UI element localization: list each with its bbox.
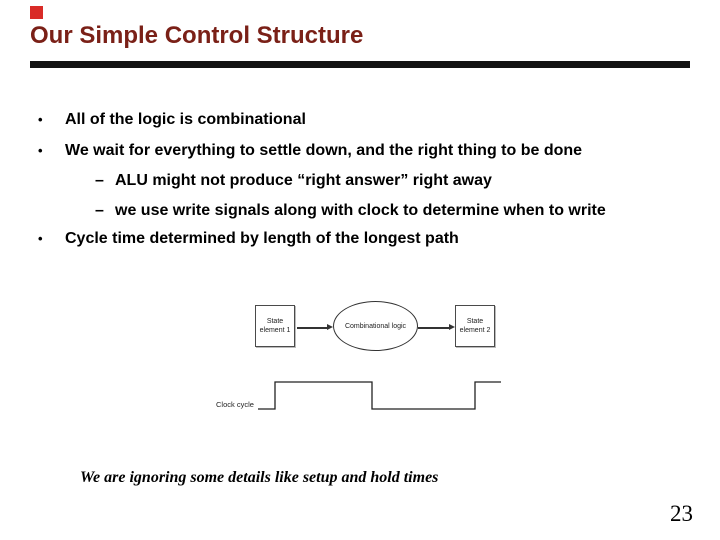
title-rule: [30, 61, 690, 68]
list-item: – we use write signals along with clock …: [0, 202, 720, 222]
control-structure-diagram: State element 1 Combinational logic Stat…: [200, 295, 510, 425]
combinational-logic-label: Combinational logic: [344, 322, 407, 330]
bullet-icon: •: [38, 231, 43, 246]
state-element-2-box: State element 2: [455, 305, 495, 347]
combinational-logic-ellipse: Combinational logic: [333, 301, 418, 351]
dash-icon: –: [95, 172, 104, 189]
arrow-head: [327, 324, 333, 330]
list-item: – ALU might not produce “right answer” r…: [0, 172, 720, 192]
list-item: • Cycle time determined by length of the…: [0, 230, 720, 250]
arrow-shaft: [418, 327, 449, 329]
footnote: We are ignoring some details like setup …: [80, 469, 439, 486]
bullet-text: All of the logic is combinational: [65, 111, 306, 128]
sub-bullet-text: we use write signals along with clock to…: [115, 202, 606, 219]
bullet-icon: •: [38, 112, 43, 127]
arrow-right-icon: [418, 324, 455, 331]
clock-cycle-label: Clock cycle: [216, 400, 254, 409]
list-item: • All of the logic is combinational: [0, 111, 720, 131]
arrow-head: [449, 324, 455, 330]
state-element-2-label: State element 2: [459, 318, 491, 334]
clock-waveform: [258, 381, 501, 410]
state-element-1-label: State element 1: [259, 318, 291, 334]
arrow-shaft: [297, 327, 327, 329]
bullet-icon: •: [38, 143, 43, 158]
red-square-logo-icon: [30, 6, 43, 19]
dash-icon: –: [95, 202, 104, 219]
list-item: • We wait for everything to settle down,…: [0, 142, 720, 162]
state-element-1-box: State element 1: [255, 305, 295, 347]
bullet-text: Cycle time determined by length of the l…: [65, 230, 459, 247]
arrow-right-icon: [297, 324, 333, 331]
page-title: Our Simple Control Structure: [30, 22, 364, 49]
sub-bullet-text: ALU might not produce “right answer” rig…: [115, 172, 492, 189]
page-number: 23: [670, 501, 693, 526]
bullet-text: We wait for everything to settle down, a…: [65, 142, 583, 159]
